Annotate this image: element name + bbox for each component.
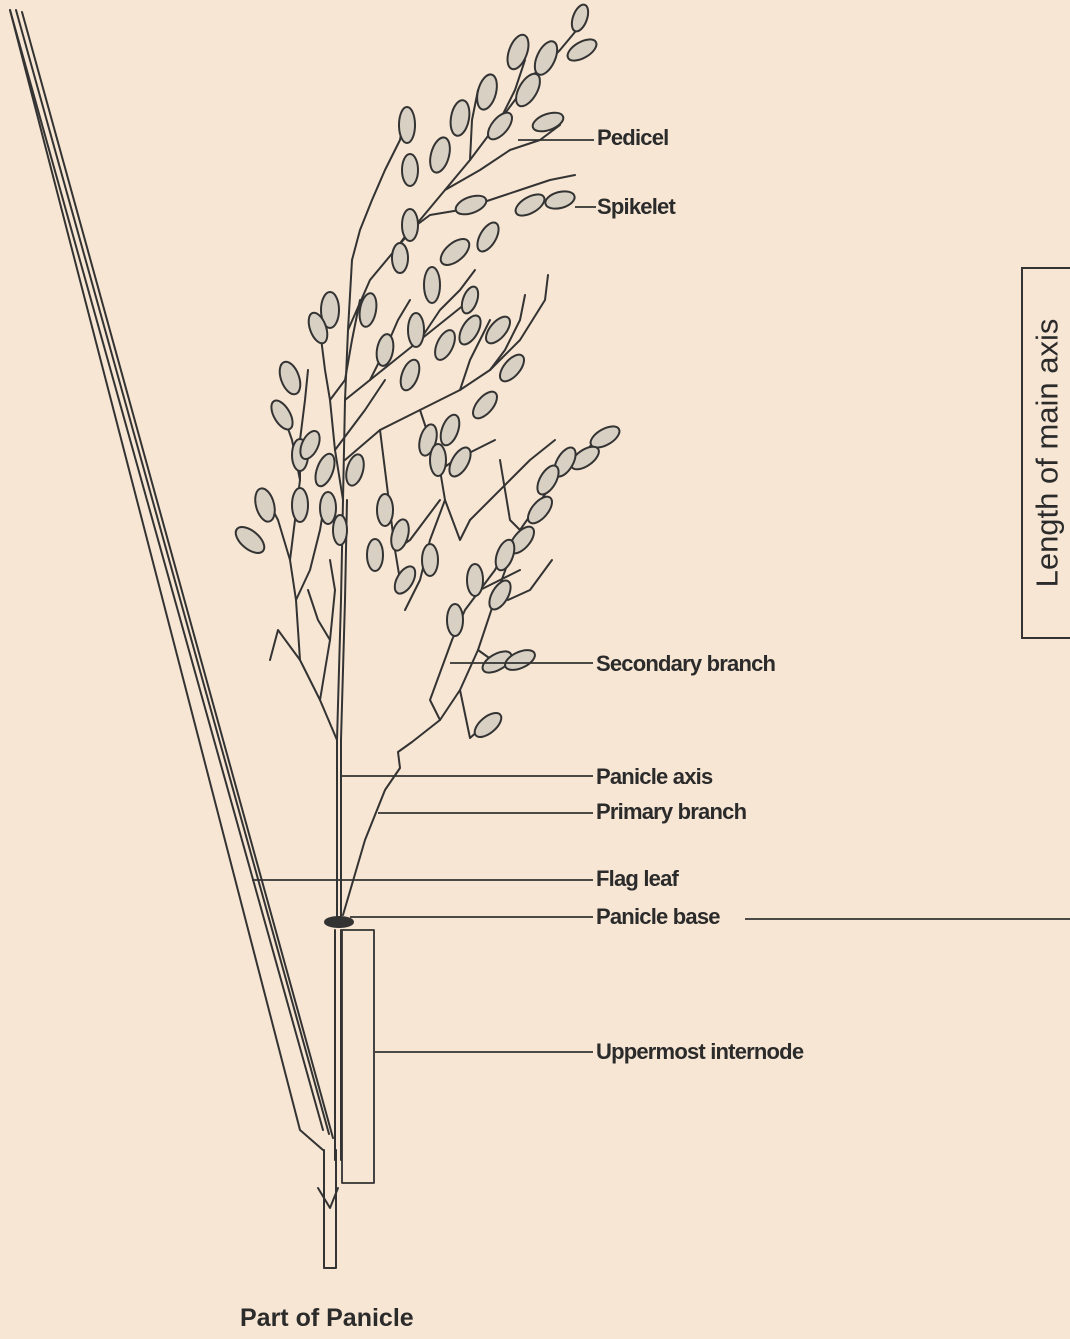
label-panicle-base: Panicle base bbox=[596, 906, 720, 928]
label-flag-leaf: Flag leaf bbox=[596, 868, 678, 890]
label-pedicel: Pedicel bbox=[597, 127, 668, 149]
label-uppermost-internode: Uppermost internode bbox=[596, 1041, 803, 1063]
label-secondary-branch: Secondary branch bbox=[596, 653, 775, 675]
label-spikelet: Spikelet bbox=[597, 196, 675, 218]
culm bbox=[324, 1150, 336, 1268]
label-panicle-axis: Panicle axis bbox=[596, 766, 712, 788]
panicle-base-node bbox=[325, 917, 353, 927]
figure-caption: Part of Panicle bbox=[240, 1306, 414, 1331]
flag-leaf bbox=[10, 10, 323, 1130]
uppermost-internode bbox=[335, 930, 341, 1160]
internode-bracket bbox=[342, 930, 374, 1183]
label-primary-branch: Primary branch bbox=[596, 801, 746, 823]
axis-label-container: Length of main axis bbox=[1023, 267, 1070, 639]
axis-label: Length of main axis bbox=[1032, 319, 1063, 588]
